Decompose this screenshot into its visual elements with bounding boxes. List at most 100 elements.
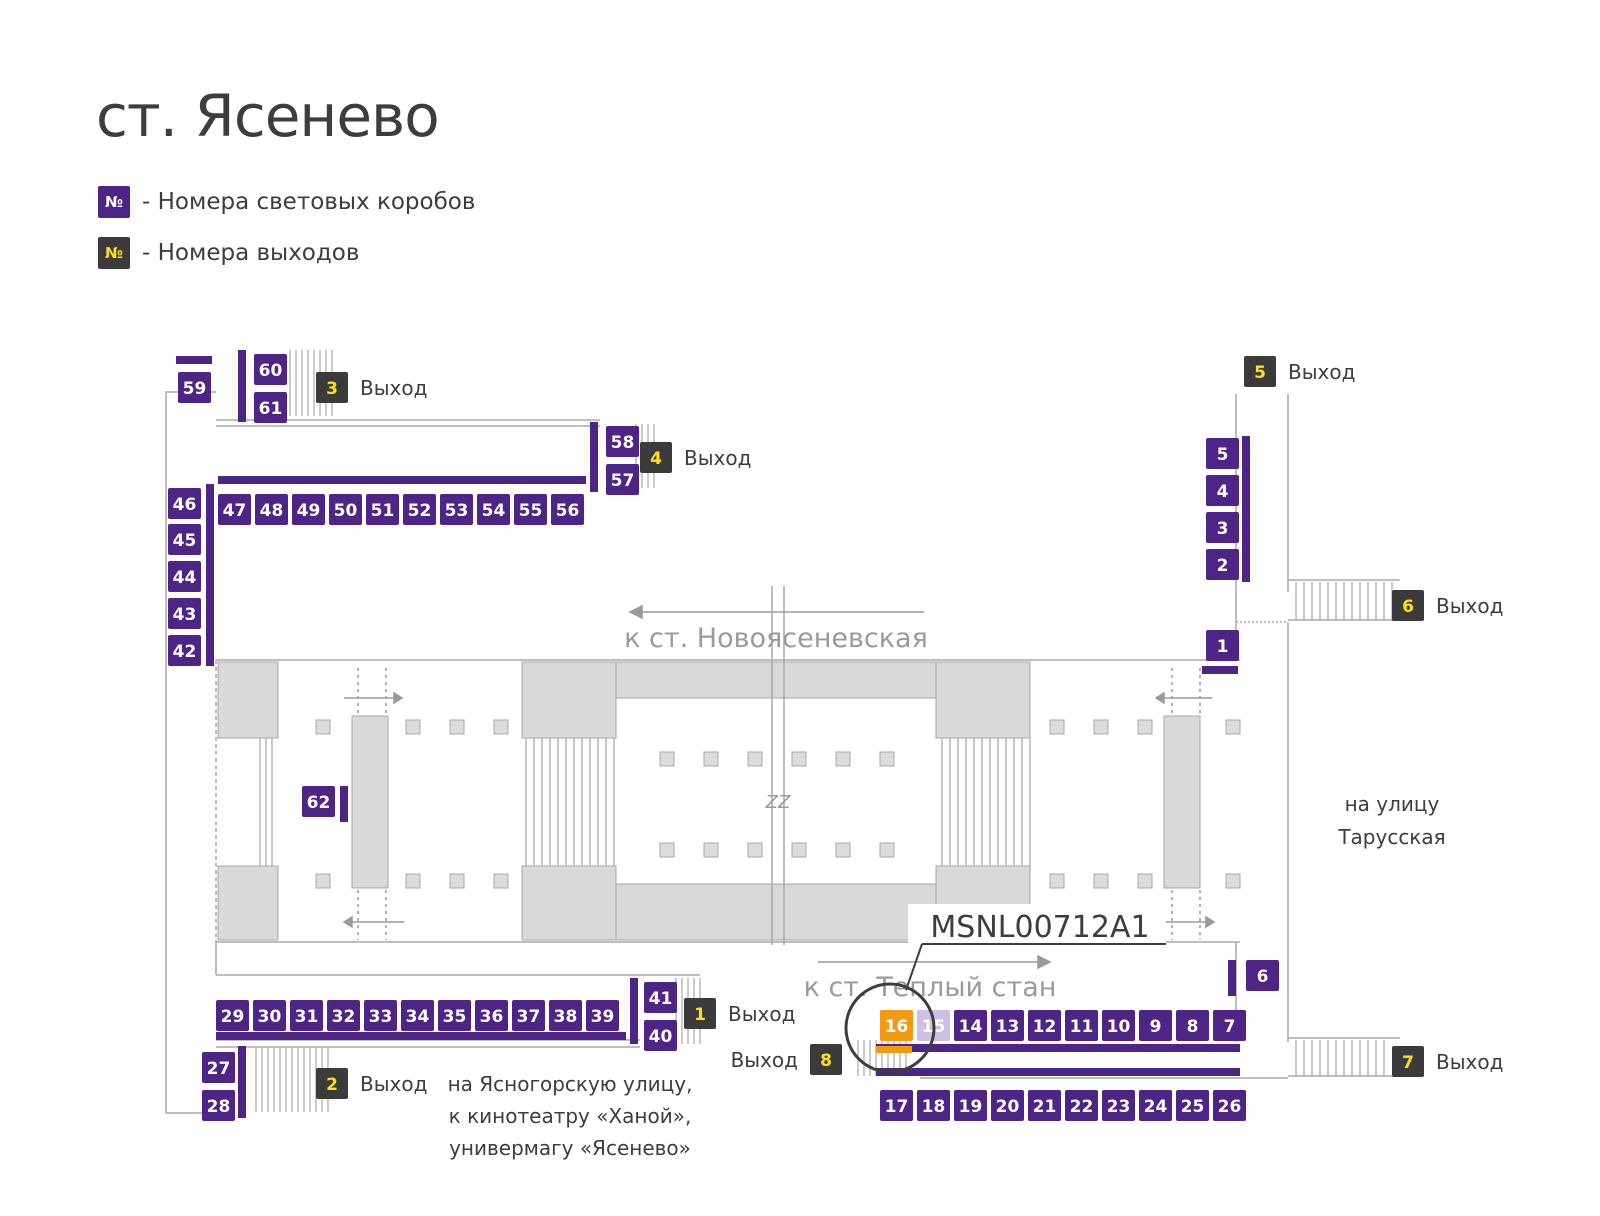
light-box-tile [991,1010,1024,1041]
light-box-tile [292,494,325,525]
light-box-number: 31 [295,1007,319,1027]
light-box-number: 60 [259,361,283,381]
light-box-number: 10 [1107,1017,1131,1037]
light-box-16: 16 [880,1010,913,1041]
light-box-54: 54 [477,494,510,525]
light-box-number: 2 [1217,556,1229,576]
light-box-number: 45 [173,531,197,551]
light-box-49: 49 [292,494,325,525]
light-box-56: 56 [551,494,584,525]
light-box-tile [1213,1010,1246,1041]
light-box-tile [954,1090,987,1121]
exit-badge [1244,356,1276,387]
callout-leader-slant [905,943,923,991]
light-box-35: 35 [438,1000,471,1031]
light-box-1: 1 [1206,630,1239,661]
light-box-number: 62 [307,793,331,813]
light-box-number: 27 [207,1059,231,1079]
light-box-tile [1206,630,1239,661]
light-box-7: 7 [1213,1010,1246,1041]
exit-label: Выход [1288,360,1355,384]
light-box-number: 5 [1217,445,1229,465]
exit-number: 1 [694,1005,706,1025]
light-box-39: 39 [586,1000,619,1031]
light-box-tile [168,488,201,519]
light-box-tile [1065,1090,1098,1121]
light-box-number: 12 [1033,1017,1057,1037]
exit-number: 8 [820,1051,832,1071]
stairs-exit-6 [1295,582,1393,620]
light-box-tile [329,494,362,525]
light-box-24: 24 [1139,1090,1172,1121]
light-box-number: 39 [591,1007,615,1027]
light-box-tile [549,1000,582,1031]
light-box-tile [475,1000,508,1031]
light-box-45: 45 [168,524,201,555]
light-box-number: 40 [649,1027,673,1047]
light-box-27: 27 [202,1052,235,1083]
light-box-tile [438,1000,471,1031]
mount-strips [176,350,1250,1118]
light-box-tile [644,1020,677,1051]
light-box-21: 21 [1028,1090,1061,1121]
exit-label: Выход [360,1072,427,1096]
light-box-8: 8 [1176,1010,1209,1041]
light-box-37: 37 [512,1000,545,1031]
light-box-number: 53 [445,501,469,521]
light-box-number: 58 [611,433,635,453]
exit-label: Выход [360,376,427,400]
light-box-number: 24 [1144,1097,1168,1117]
light-box-number: 56 [556,501,580,521]
light-box-number: 36 [480,1007,504,1027]
light-box-tile [1176,1090,1209,1121]
track-mark: ZZ [765,792,791,813]
light-box-number: 44 [173,568,197,588]
light-box-tile [254,354,287,385]
stairs-exit-7 [1295,1040,1385,1076]
light-box-43: 43 [168,598,201,629]
exit-badge [316,1068,348,1099]
light-box-62: 62 [302,786,335,817]
exit-number: 7 [1402,1053,1414,1073]
light-box-number: 18 [922,1097,946,1117]
light-box-number: 8 [1187,1017,1199,1037]
light-box-number: 11 [1070,1017,1094,1037]
light-box-number: 33 [369,1007,393,1027]
light-box-6: 6 [1246,960,1279,991]
light-box-34: 34 [401,1000,434,1031]
light-box-number: 25 [1181,1097,1205,1117]
light-box-number: 48 [260,501,284,521]
exit-number: 6 [1402,597,1414,617]
light-box-59: 59 [178,372,211,403]
light-box-number: 61 [259,399,283,419]
light-box-number: 41 [649,989,673,1009]
light-box-tile [1139,1010,1172,1041]
light-box-53: 53 [440,494,473,525]
light-box-tile [403,494,436,525]
light-box-tile [1139,1090,1172,1121]
light-box-42: 42 [168,635,201,666]
light-box-3: 3 [1206,512,1239,543]
light-box-19: 19 [954,1090,987,1121]
light-box-11: 11 [1065,1010,1098,1041]
light-box-tile [1213,1090,1246,1121]
light-box-2: 2 [1206,549,1239,580]
light-box-number: 51 [371,501,395,521]
light-box-tile [644,982,677,1013]
exit-label: Выход [684,446,751,470]
light-box-31: 31 [290,1000,323,1031]
light-box-number: 54 [482,501,506,521]
exit-label: Выход [731,1048,798,1072]
legend-exits: № - Номера выходов [98,237,359,269]
light-box-29: 29 [216,1000,249,1031]
light-box-number: 47 [223,501,247,521]
light-box-14: 14 [954,1010,987,1041]
light-box-60: 60 [254,354,287,385]
